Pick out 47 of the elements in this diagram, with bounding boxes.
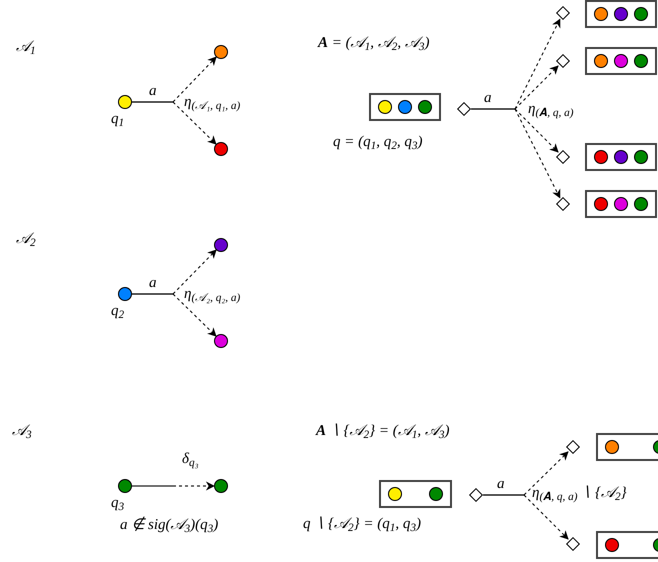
state-tuple-box [369, 93, 441, 121]
math-label: q = (q$_{1}$, q$_{2}$, q$_{3}$) [333, 133, 422, 152]
dashed-arrow [172, 249, 217, 294]
dashed-arrow [524, 494, 569, 540]
math-label: η$_{(𝐀, q, a)}$ [528, 100, 574, 119]
state-tuple-box [585, 47, 657, 75]
state-tuple-box [596, 433, 658, 461]
transition-line [132, 101, 173, 103]
dashed-arrow [514, 108, 560, 199]
state-tuple-box [585, 0, 657, 28]
dashed-arrow [172, 294, 217, 337]
dashed-arrow [132, 482, 215, 490]
state-label: q$_{3}$ [111, 496, 124, 511]
math-label: η$_{(𝒜₁, q₁, a)}$ [184, 93, 240, 112]
dashed-arrow [172, 56, 217, 102]
state-label: q$_{1}$ [111, 112, 124, 127]
edge-label: δ$_{q₃}$ [181, 452, 200, 467]
state-label: q$_{2}$ [111, 304, 124, 319]
math-label: η$_{(𝒜₂, q₂, a)}$ [184, 285, 240, 304]
state-diamond [566, 440, 580, 454]
state-diamond [566, 537, 580, 551]
math-label: a ∉ sig(𝒜$_{3}$)(q$_{3}$) [120, 516, 218, 535]
math-label: A ∖ {𝒜$_{2}$} = (𝒜$_{1}$, 𝒜$_{3}$) [316, 422, 450, 441]
state-diamond [469, 488, 483, 502]
state-tuple-box [585, 143, 657, 171]
transition-line [132, 293, 173, 295]
dashed-arrow [514, 108, 559, 153]
state-tuple-box [596, 531, 658, 559]
dashed-arrow [514, 18, 560, 110]
math-label: η$_{(𝐀, q, a)}$ ∖ {𝒜$_{2}$} [532, 484, 627, 503]
math-label: 𝒜$_{3}$ [12, 422, 32, 441]
dashed-arrow [514, 65, 559, 110]
transition-line [471, 108, 515, 110]
state-diamond [556, 150, 570, 164]
dashed-arrow [524, 451, 569, 496]
math-label: 𝒜$_{2}$ [16, 230, 36, 249]
math-label: q ∖ {𝒜$_{2}$} = (q$_{1}$, q$_{3}$) [303, 515, 421, 534]
state-diamond [556, 197, 570, 211]
state-diamond [556, 54, 570, 68]
state-tuple-box [379, 480, 452, 508]
dashed-arrow [172, 102, 217, 145]
math-label: 𝒜$_{1}$ [16, 38, 36, 57]
math-label: A = (𝒜$_{1}$, 𝒜$_{2}$, 𝒜$_{3}$) [318, 34, 430, 53]
state-tuple-box [585, 190, 657, 218]
state-diamond [457, 102, 471, 116]
transition-line [483, 494, 524, 496]
state-diamond [556, 6, 570, 20]
